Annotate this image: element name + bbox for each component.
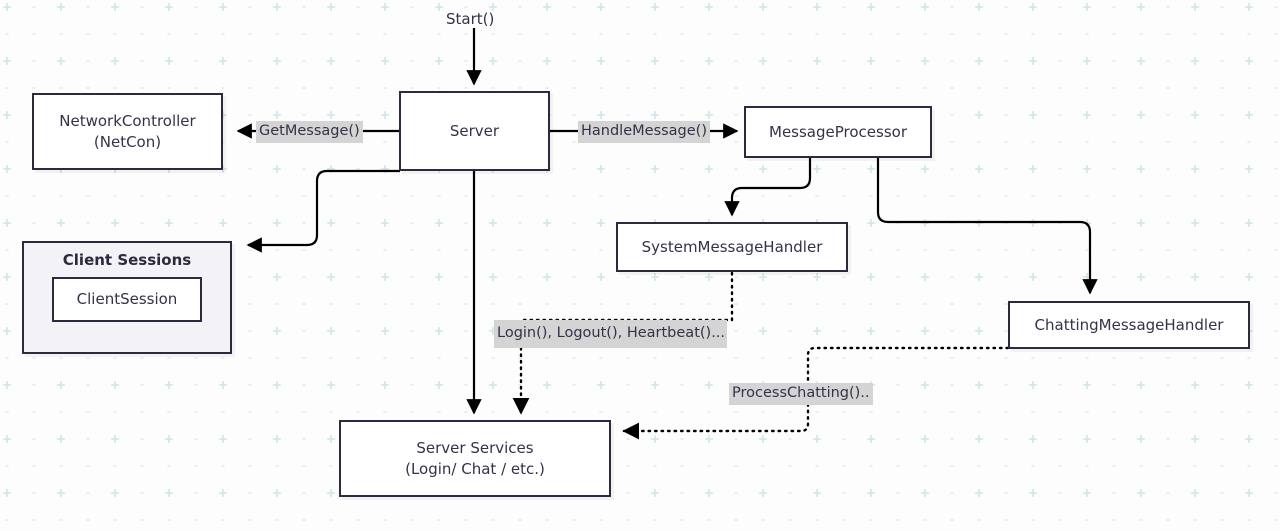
cluster-client-sessions-title: Client Sessions <box>62 251 192 269</box>
edge-label-system-calls-line2: Heartbeat()... <box>626 325 726 341</box>
node-server-label: Server <box>449 121 500 140</box>
node-server[interactable]: Server <box>399 91 550 171</box>
node-system-message-handler[interactable]: SystemMessageHandler <box>616 222 848 272</box>
node-network-controller[interactable]: NetworkController (NetCon) <box>32 93 223 170</box>
edge-label-system-calls: Login(), Logout(), Heartbeat()... <box>494 320 727 348</box>
edge-messageprocessor-to-systemmessagehandler <box>724 158 812 217</box>
node-message-processor[interactable]: MessageProcessor <box>744 106 932 158</box>
node-network-controller-label-line1: NetworkController <box>59 112 196 131</box>
node-server-services-label-line2: (Login/ Chat / etc.) <box>405 459 545 478</box>
node-chatting-message-handler[interactable]: ChattingMessageHandler <box>1008 301 1250 349</box>
edge-systemmessagehandler-to-serverservices <box>512 271 734 415</box>
node-system-message-handler-label: SystemMessageHandler <box>641 237 823 256</box>
node-network-controller-label-line2: (NetCon) <box>93 132 162 151</box>
edge-label-process-chatting: ProcessChatting().. <box>729 383 873 405</box>
edge-label-system-calls-line1: Login(), Logout(), <box>497 325 623 341</box>
node-client-session[interactable]: ClientSession <box>52 277 202 322</box>
node-client-session-label: ClientSession <box>76 290 178 309</box>
node-server-services[interactable]: Server Services (Login/ Chat / etc.) <box>339 420 611 497</box>
node-message-processor-label: MessageProcessor <box>769 122 907 141</box>
edge-messageprocessor-to-chattingmessagehandler <box>876 158 1098 295</box>
edge-label-get-message: GetMessage() <box>256 121 363 143</box>
edge-server-to-clientsessions <box>246 169 400 253</box>
edge-chattingmessagehandler-to-serverservices <box>622 346 1010 440</box>
edge-label-handle-message: HandleMessage() <box>578 121 710 143</box>
node-server-services-label-line1: Server Services <box>416 439 534 458</box>
node-chatting-message-handler-label: ChattingMessageHandler <box>1034 315 1224 334</box>
edge-label-start: Start() <box>446 10 495 28</box>
